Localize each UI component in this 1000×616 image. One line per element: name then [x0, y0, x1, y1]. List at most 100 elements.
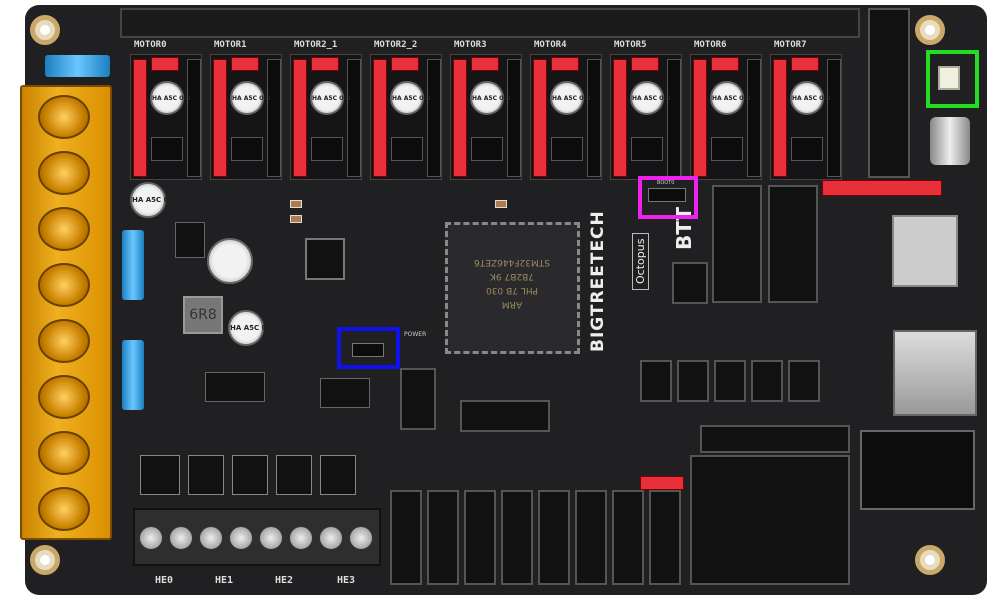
terminal-screw: [38, 263, 90, 307]
mcu-line: STM32F446ZET6: [474, 257, 550, 267]
red-header: [711, 57, 739, 71]
motor-label: MOTOR3: [454, 40, 487, 50]
black-header: [391, 137, 423, 161]
fan-connector: [751, 360, 783, 402]
he2-label: HE2: [275, 575, 294, 586]
capacitor: HA A5C 001: [130, 182, 178, 218]
boot0-label: BOOT0: [657, 180, 675, 186]
capacitor: HA A5C 001: [230, 81, 272, 115]
inductor: 6R8: [183, 296, 223, 334]
capacitor: HA A5C 001: [150, 81, 192, 115]
he3-label: HE3: [337, 575, 356, 586]
motor-label: MOTOR4: [534, 40, 567, 50]
rj-connector[interactable]: [860, 430, 975, 510]
red-header: [373, 59, 387, 177]
red-jumper: [640, 476, 684, 490]
header-block: [700, 425, 850, 453]
motor-label: MOTOR2_2: [374, 40, 418, 50]
mosfet: [320, 455, 356, 495]
terminal-screw: [139, 526, 163, 550]
red-header: [631, 57, 659, 71]
fan-connector: [672, 262, 708, 304]
power-terminal-block: [20, 85, 112, 540]
usb-c-port[interactable]: [930, 117, 970, 165]
motor-driver-slot: HA A5C 001: [210, 54, 282, 180]
chip: [320, 378, 370, 408]
capacitor: [207, 238, 253, 284]
power-jumper[interactable]: [352, 343, 384, 357]
motor-driver-slot: HA A5C 001: [130, 54, 202, 180]
exp1-connector: [712, 185, 762, 303]
motor-driver-slot: HA A5C 001: [290, 54, 362, 180]
endstop-connector: [538, 490, 570, 585]
capacitor: HA A5C 001: [470, 81, 512, 115]
boot0-jumper[interactable]: [648, 188, 686, 202]
usb-a-port[interactable]: [893, 330, 977, 416]
red-header: [822, 180, 942, 196]
terminal-screw: [319, 526, 343, 550]
red-header: [231, 57, 259, 71]
endstop-connector: [464, 490, 496, 585]
inductor-we: [305, 238, 345, 280]
terminal-screw: [38, 487, 90, 531]
motor-label: MOTOR2_1: [294, 40, 338, 50]
mounting-hole: [915, 545, 945, 575]
mounting-hole: [915, 15, 945, 45]
red-header: [533, 59, 547, 177]
motor-driver-slot: HA A5C 001: [370, 54, 442, 180]
red-header: [773, 59, 787, 177]
capacitor: HA A5C 001: [390, 81, 432, 115]
black-header: [187, 59, 201, 177]
terminal-screw: [229, 526, 253, 550]
mosfet: [232, 455, 268, 495]
capacitor: HA A5C 001: [228, 310, 276, 346]
black-header: [747, 59, 761, 177]
fuse: [122, 230, 144, 300]
red-header: [133, 59, 147, 177]
endstop-connector: [649, 490, 681, 585]
fan-connector: [714, 360, 746, 402]
red-header: [551, 57, 579, 71]
header-block: [460, 400, 550, 432]
led: [938, 66, 960, 90]
black-header: [587, 59, 601, 177]
exp2-connector: [768, 185, 818, 303]
mosfet: [140, 455, 180, 495]
red-header: [471, 57, 499, 71]
black-header: [311, 137, 343, 161]
mounting-hole: [30, 15, 60, 45]
endstop-connector: [501, 490, 533, 585]
capacitor: HA A5C 001: [630, 81, 672, 115]
black-header: [267, 59, 281, 177]
red-header: [391, 57, 419, 71]
endstop-connector: [612, 490, 644, 585]
sd-card-slot[interactable]: [892, 215, 958, 287]
motor-label: MOTOR7: [774, 40, 807, 50]
header-column: [868, 8, 910, 178]
he0-label: HE0: [155, 575, 174, 586]
mosfet: [276, 455, 312, 495]
red-header: [613, 59, 627, 177]
motor-driver-slot: HA A5C 001: [770, 54, 842, 180]
black-header: [711, 137, 743, 161]
endstop-connector: [575, 490, 607, 585]
motor-connectors-row: [120, 8, 860, 38]
smd-component: [495, 200, 507, 208]
terminal-screw: [38, 319, 90, 363]
endstop-connector: [390, 490, 422, 585]
fan-connector: [788, 360, 820, 402]
brand-label: BIGTREETECH: [588, 210, 608, 352]
highlight-box-led: [926, 50, 979, 108]
black-header: [551, 137, 583, 161]
highlight-box-boot0: [638, 176, 698, 219]
mcu-line: 7B2B7 9K: [490, 271, 535, 281]
terminal-screw: [259, 526, 283, 550]
black-header: [827, 59, 841, 177]
red-header: [151, 57, 179, 71]
heater-terminal-block: [133, 508, 381, 566]
motor-label: MOTOR0: [134, 40, 167, 50]
capacitor: HA A5C 001: [310, 81, 352, 115]
red-header: [293, 59, 307, 177]
